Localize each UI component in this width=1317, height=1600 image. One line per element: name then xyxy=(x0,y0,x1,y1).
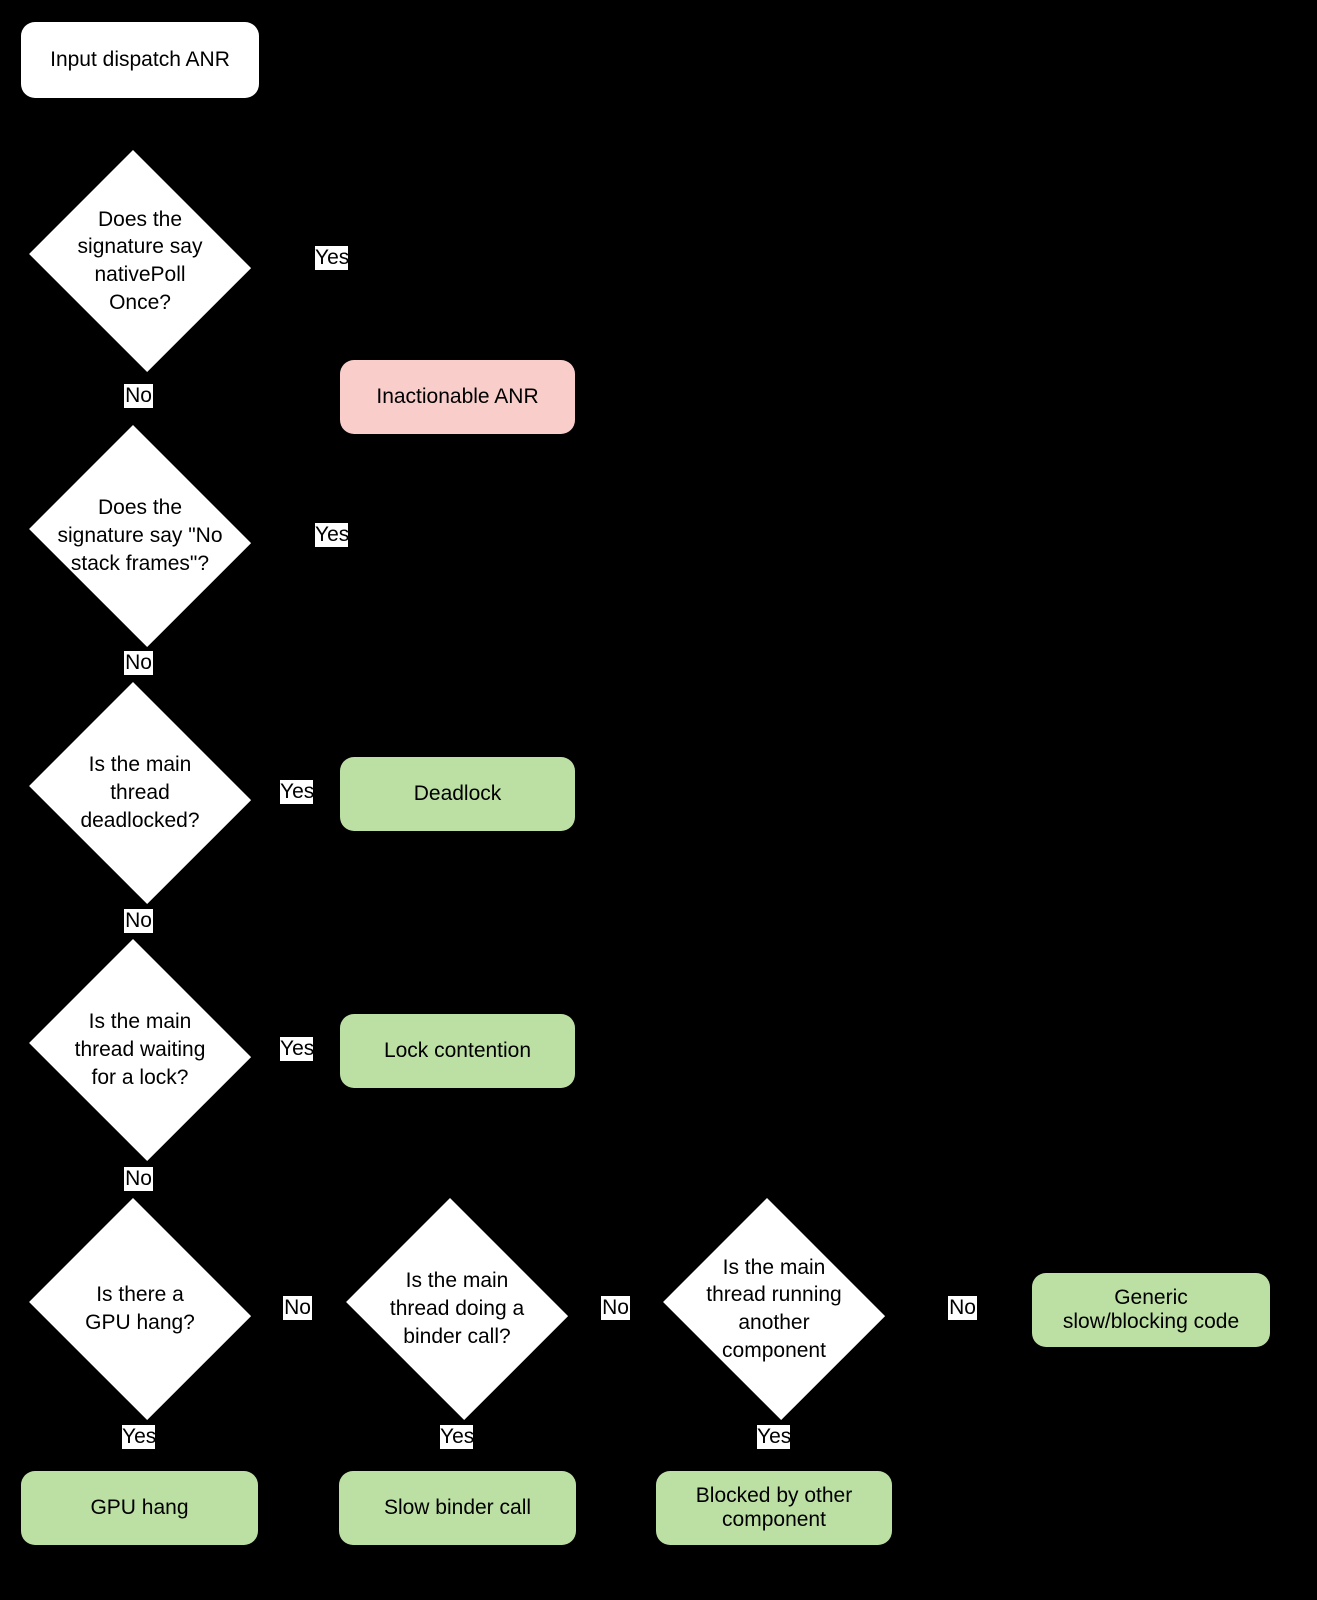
arrowhead-q4-yes xyxy=(329,1043,340,1057)
edge-q1-yes xyxy=(258,260,457,262)
edge-label-q1-no: No xyxy=(124,384,153,409)
edge-label-q5-yes: Yes xyxy=(122,1425,157,1450)
edge-label-text: Yes xyxy=(280,780,315,803)
edge-label-q6-no: No xyxy=(601,1296,630,1321)
node-label: GPU hang xyxy=(90,1495,189,1519)
edge-label-q3-yes: Yes xyxy=(280,780,315,805)
node-q-gpu-hang[interactable]: Is there a GPU hang? xyxy=(22,1198,258,1420)
edge-label-text: No xyxy=(125,651,152,674)
arrowhead-q6-yes xyxy=(450,1465,464,1476)
edge-label-q7-no: No xyxy=(948,1296,977,1321)
node-label: Is the main thread deadlocked? xyxy=(80,753,200,832)
edge-label-text: No xyxy=(284,1296,311,1319)
arrowhead-q7-no xyxy=(1021,1302,1032,1316)
node-label: Deadlock xyxy=(413,781,502,805)
edge-label-text: Yes xyxy=(315,523,350,546)
edge-label-text: Yes xyxy=(757,1425,792,1448)
edge-label-text: No xyxy=(125,909,152,932)
node-label: Lock contention xyxy=(383,1038,532,1062)
edge-label-q3-no: No xyxy=(124,909,153,934)
edge-q1-yes-drop xyxy=(456,260,458,350)
edge-label-text: Yes xyxy=(440,1425,475,1448)
node-label: Is the main thread doing a binder call? xyxy=(389,1269,525,1348)
node-lock-contention[interactable]: Lock contention xyxy=(340,1014,575,1088)
arrowhead-q7-yes xyxy=(767,1465,781,1476)
node-q-binder-call[interactable]: Is the main thread doing a binder call? xyxy=(339,1198,575,1420)
edge-label-q2-no: No xyxy=(124,651,153,676)
arrowhead-q3-yes xyxy=(329,786,340,800)
arrowhead-q5-no xyxy=(335,1302,346,1316)
node-label: Slow binder call xyxy=(383,1495,532,1519)
node-q-other-component[interactable]: Is the main thread running another compo… xyxy=(656,1198,892,1420)
node-label: Is the main thread waiting for a lock? xyxy=(74,1010,206,1089)
node-blocked-by-other-component[interactable]: Blocked by other component xyxy=(656,1471,892,1545)
node-label: Is there a GPU hang? xyxy=(85,1283,195,1334)
edge-label-q2-yes: Yes xyxy=(315,523,350,548)
node-q-nativepollonce[interactable]: Does the signature say nativePoll Once? xyxy=(22,150,258,372)
edge-label-text: No xyxy=(949,1296,976,1319)
edge-label-q4-no: No xyxy=(124,1167,153,1192)
edge-label-text: Yes xyxy=(280,1037,315,1060)
edge-label-q4-yes: Yes xyxy=(280,1037,315,1062)
edge-label-text: No xyxy=(125,384,152,407)
edge-label-q5-no: No xyxy=(283,1296,312,1321)
arrowhead-q5-yes xyxy=(133,1465,147,1476)
edge-label-q6-yes: Yes xyxy=(440,1425,475,1450)
node-q-main-thread-deadlocked[interactable]: Is the main thread deadlocked? xyxy=(22,682,258,904)
edge-label-q1-yes: Yes xyxy=(315,246,350,271)
node-q-main-thread-waiting-lock[interactable]: Is the main thread waiting for a lock? xyxy=(22,939,258,1161)
edge-label-text: No xyxy=(602,1296,629,1319)
node-slow-binder-call[interactable]: Slow binder call xyxy=(339,1471,576,1545)
node-input-dispatch-anr[interactable]: Input dispatch ANR xyxy=(21,22,259,98)
edge-q2-yes xyxy=(258,536,457,538)
node-label: Is the main thread running another compo… xyxy=(706,1255,842,1362)
node-deadlock[interactable]: Deadlock xyxy=(340,757,575,831)
node-label: Blocked by other component xyxy=(695,1483,853,1531)
node-label: Generic slow/blocking code xyxy=(1062,1285,1240,1333)
node-label: Does the signature say nativePoll Once? xyxy=(77,207,203,314)
node-gpu-hang[interactable]: GPU hang xyxy=(21,1471,258,1545)
edge-label-text: No xyxy=(125,1167,152,1190)
arrowhead-q1-yes xyxy=(450,349,464,360)
node-label: Input dispatch ANR xyxy=(50,47,230,71)
edge-label-text: Yes xyxy=(122,1425,157,1448)
edge-label-text: Yes xyxy=(315,246,350,269)
edge-start-to-q1 xyxy=(139,98,141,153)
node-q-no-stack-frames[interactable]: Does the signature say "No stack frames"… xyxy=(22,425,258,647)
edge-label-q7-yes: Yes xyxy=(757,1425,792,1450)
node-label: Inactionable ANR xyxy=(376,384,539,408)
arrowhead-q6-no xyxy=(659,1302,670,1316)
node-generic-slow-blocking-code[interactable]: Generic slow/blocking code xyxy=(1032,1273,1270,1347)
node-inactionable-anr[interactable]: Inactionable ANR xyxy=(340,360,575,434)
node-label: Does the signature say "No stack frames"… xyxy=(57,496,223,575)
